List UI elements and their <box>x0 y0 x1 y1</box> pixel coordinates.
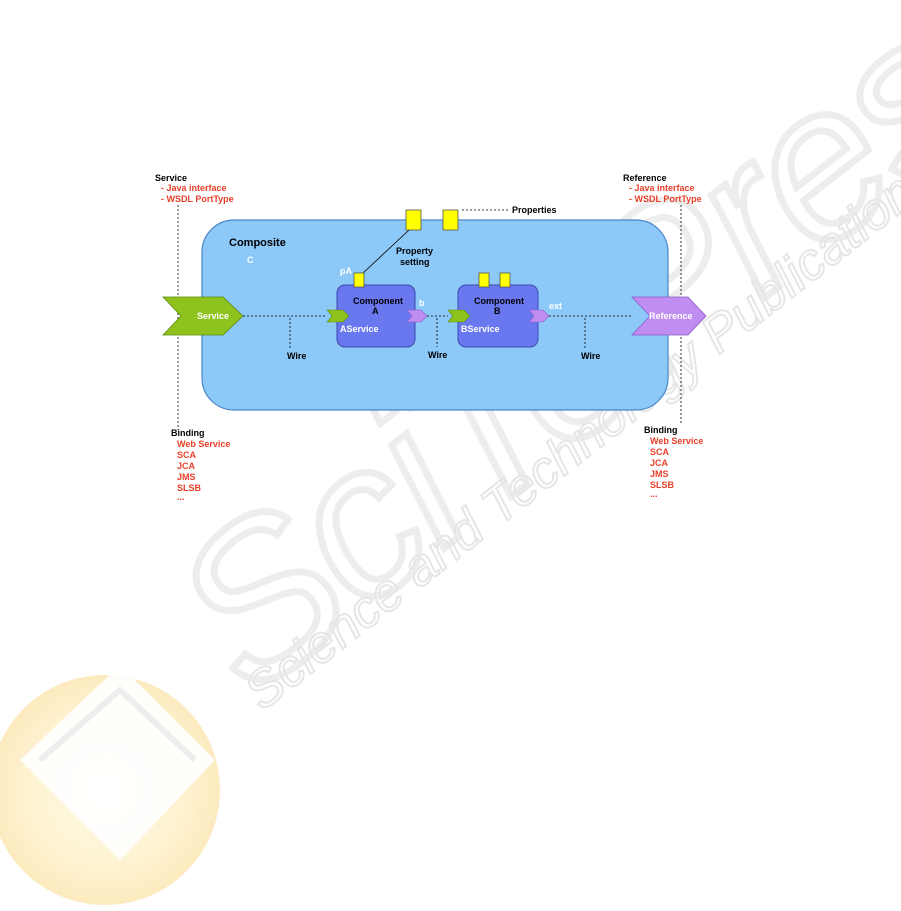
service-item-java: - Java interface <box>161 183 227 193</box>
binding-right-item-0: Web Service <box>650 436 703 446</box>
wire-1-label: Wire <box>287 351 306 361</box>
property-square-2 <box>442 209 459 231</box>
component-a-name: A <box>372 306 379 316</box>
component-b-name: B <box>494 306 501 316</box>
service-chevron <box>162 296 244 336</box>
binding-left-item-5: ... <box>177 492 185 502</box>
binding-right-item-5: ... <box>650 489 658 499</box>
wire-2-label: Wire <box>428 350 447 360</box>
component-b-service-label: BService <box>461 324 500 334</box>
reference-heading: Reference <box>623 173 667 183</box>
component-a-reference-port <box>406 309 428 323</box>
binding-left-item-4: SLSB <box>177 483 202 493</box>
component-a-title: Component <box>353 296 403 306</box>
binding-left-item-3: JMS <box>177 472 196 482</box>
component-a-reference-label: b <box>419 298 425 308</box>
binding-left-heading: Binding <box>171 428 205 438</box>
service-item-wsdl: - WSDL PortType <box>161 194 234 204</box>
component-a-property-square <box>353 272 365 288</box>
property-setting-line2: setting <box>400 257 430 267</box>
binding-left-item-0: Web Service <box>177 439 230 449</box>
reference-item-wsdl: - WSDL PortType <box>629 194 702 204</box>
property-setting-line1: Property <box>396 246 433 256</box>
component-b-service-port <box>447 309 471 323</box>
component-b-property-square-1 <box>478 272 490 288</box>
property-square-1 <box>405 209 422 231</box>
binding-right-item-3: JMS <box>650 469 669 479</box>
composite-name: C <box>247 255 254 265</box>
binding-right-item-2: JCA <box>650 458 669 468</box>
reference-chevron <box>631 296 707 336</box>
reference-chevron-label: Reference <box>649 311 693 321</box>
component-a-property-label: pA <box>340 266 352 276</box>
service-heading: Service <box>155 173 187 183</box>
binding-right-item-4: SLSB <box>650 480 675 490</box>
component-b-title: Component <box>474 296 524 306</box>
reference-item-java: - Java interface <box>629 183 695 193</box>
property-setting-line <box>361 229 410 275</box>
properties-label: Properties <box>512 205 557 215</box>
watermark-logo-emblem <box>0 665 220 905</box>
binding-left-item-2: JCA <box>177 461 196 471</box>
component-a-service-label: AService <box>340 324 379 334</box>
binding-left-item-1: SCA <box>177 450 197 460</box>
component-a-service-port <box>326 309 350 323</box>
composite-title: Composite <box>229 237 286 249</box>
binding-right-item-1: SCA <box>650 447 670 457</box>
component-b-property-square-2 <box>499 272 511 288</box>
binding-right-heading: Binding <box>644 425 678 435</box>
wire-3-label: Wire <box>581 351 600 361</box>
component-b-reference-label: ext <box>549 301 562 311</box>
component-b-reference-port <box>528 309 550 323</box>
service-chevron-label: Service <box>197 311 229 321</box>
